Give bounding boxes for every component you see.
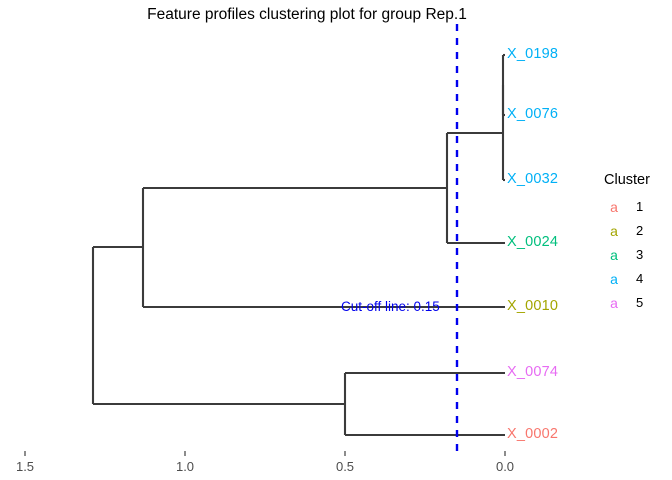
dendrogram-branches [91, 53, 505, 437]
legend-label-5: 5 [636, 295, 644, 310]
legend-key-glyph-4: a [610, 271, 618, 287]
legend-label-4: 4 [636, 271, 644, 286]
legend-item-3: a 3 [604, 243, 672, 267]
legend-item-5: a 5 [604, 291, 672, 315]
x-tick-label-1-0: 1.0 [175, 459, 195, 474]
leaf-label-x0198: X_0198 [507, 46, 559, 62]
legend-item-1: a 1 [604, 195, 672, 219]
legend-key-glyph-2: a [610, 223, 618, 239]
x-axis [24, 451, 506, 456]
x-tick-label-0-5: 0.5 [335, 459, 355, 474]
legend-key-glyph-1: a [610, 199, 618, 215]
legend-label-3: 3 [636, 247, 644, 262]
x-tick-label-0-0: 0.0 [495, 459, 515, 474]
page-title: Feature profiles clustering plot for gro… [147, 6, 467, 23]
legend-label-1: 1 [636, 199, 644, 214]
leaf-label-x0002: X_0002 [507, 426, 559, 442]
legend: Cluster a 1 a 2 a 3 a 4 a 5 [604, 172, 672, 315]
x-tick-label-1-5: 1.5 [15, 459, 35, 474]
cutoff-line-label: Cut-off line: 0.15 [341, 299, 440, 314]
legend-key-glyph-5: a [610, 295, 618, 311]
leaf-label-x0024: X_0024 [507, 234, 559, 250]
legend-label-2: 2 [636, 223, 644, 238]
legend-key-glyph-3: a [610, 247, 618, 263]
legend-title: Cluster [604, 172, 650, 188]
leaf-label-x0032: X_0032 [507, 171, 559, 187]
leaf-label-x0074: X_0074 [507, 364, 559, 380]
leaf-label-x0010: X_0010 [507, 298, 559, 314]
legend-item-2: a 2 [604, 219, 672, 243]
legend-item-4: a 4 [604, 267, 672, 291]
leaf-label-x0076: X_0076 [507, 106, 559, 122]
